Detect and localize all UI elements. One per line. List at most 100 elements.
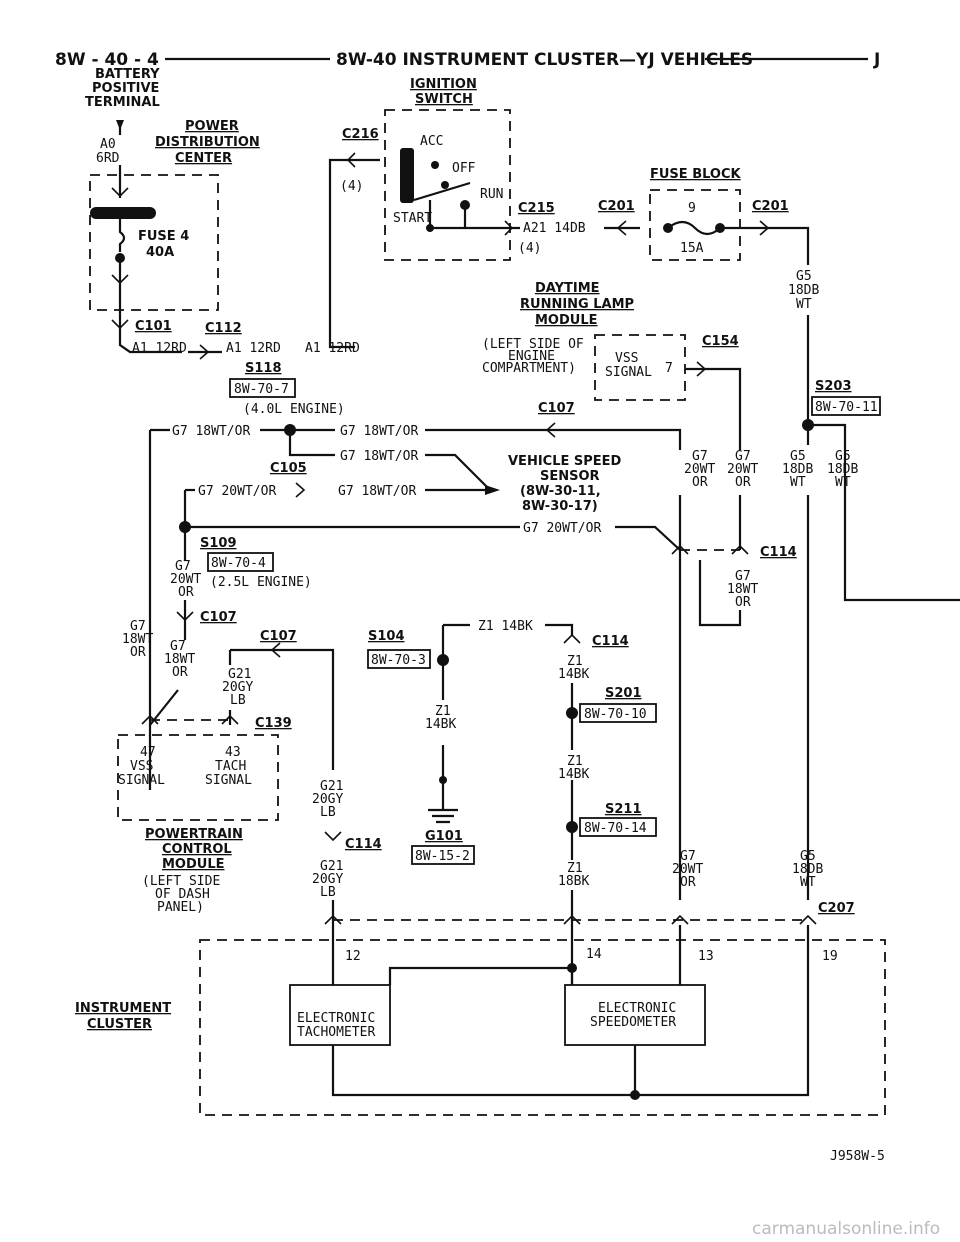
g21-label-a: G21 20GY LB <box>222 667 253 708</box>
switch-link <box>428 200 467 230</box>
svg-text:IGNITION: IGNITION <box>410 77 477 92</box>
connector-icon <box>504 220 514 236</box>
connector-icon <box>671 544 689 555</box>
g5-branch <box>808 423 960 602</box>
wire-a1-label-b: A1 12RD <box>226 341 281 356</box>
ref-8w-70-10: 8W-70-10 <box>584 707 647 722</box>
engine-40-note: (4.0L ENGINE) <box>243 402 345 417</box>
acc-node <box>431 161 439 169</box>
connector-icon <box>563 914 581 925</box>
svg-text:WT: WT <box>835 475 851 490</box>
c215-count: (4) <box>518 241 541 256</box>
s203-label: S203 <box>815 379 852 394</box>
connector-icon <box>295 482 306 498</box>
svg-text:LB: LB <box>230 693 246 708</box>
g5-label-a: G5 18DB WT <box>782 449 813 490</box>
ref-box <box>811 396 881 416</box>
svg-text:COMPARTMENT): COMPARTMENT) <box>482 361 576 376</box>
s211-splice <box>566 821 578 833</box>
svg-text:OR: OR <box>178 585 194 600</box>
g7-label-lower: G7 20WT OR <box>672 849 703 890</box>
svg-text:G21: G21 <box>228 667 251 682</box>
z1-node <box>439 776 447 784</box>
g21-label-b: G21 20GY LB <box>312 779 343 820</box>
connector-icon <box>141 714 159 725</box>
svg-text:G7: G7 <box>735 449 751 464</box>
drl-module-location: (LEFT SIDE OF ENGINE COMPARTMENT) <box>482 337 584 376</box>
svg-text:WT: WT <box>800 875 816 890</box>
svg-text:G5: G5 <box>796 269 812 284</box>
pdc-box <box>89 174 219 311</box>
svg-text:OR: OR <box>680 875 696 890</box>
svg-text:18DB: 18DB <box>827 462 858 477</box>
svg-text:WT: WT <box>790 475 806 490</box>
svg-text:RUNNING LAMP: RUNNING LAMP <box>520 297 634 312</box>
g7-vss-label-b: G7 20WT OR <box>727 449 758 490</box>
ref-box <box>579 703 657 723</box>
g5-label-lower: G5 18DB WT <box>792 849 823 890</box>
svg-text:TERMINAL: TERMINAL <box>85 95 160 110</box>
svg-text:20WT: 20WT <box>672 862 703 877</box>
g101-label: G101 <box>425 829 463 844</box>
drl-module-label: DAYTIME RUNNING LAMP MODULE <box>520 281 634 328</box>
off-label: OFF <box>452 161 476 176</box>
ref-8w-15-2: 8W-15-2 <box>415 849 470 864</box>
connector-icon <box>111 187 129 198</box>
svg-text:20GY: 20GY <box>312 792 343 807</box>
svg-text:(8W-30-11,: (8W-30-11, <box>520 484 601 499</box>
s201-label: S201 <box>605 686 642 701</box>
wire-a1-label: A1 12RD <box>132 341 187 356</box>
header-letter: J <box>873 50 880 70</box>
connector-icon <box>799 914 817 925</box>
z1-label-left: Z1 14BK <box>425 704 456 732</box>
c201-label-a: C201 <box>598 199 635 214</box>
connector-icon <box>111 319 129 330</box>
ref-box <box>411 845 475 865</box>
ref-box <box>367 649 431 669</box>
svg-text:LB: LB <box>320 885 336 900</box>
pcm-vss: VSS <box>130 759 153 774</box>
pcm-label: POWERTRAIN CONTROL MODULE <box>145 827 243 872</box>
pin14-label: 14 <box>586 947 602 962</box>
sensor-arrow-icon <box>485 485 500 495</box>
connector-icon <box>671 914 689 925</box>
a0-wire-label: 6RD <box>96 151 120 166</box>
svg-text:20WT: 20WT <box>170 572 201 587</box>
svg-text:DISTRIBUTION: DISTRIBUTION <box>155 135 260 150</box>
tach-bottom <box>331 1030 635 1097</box>
connector-icon <box>346 152 356 168</box>
svg-text:OR: OR <box>692 475 708 490</box>
tach-label-b: TACHOMETER <box>297 1025 375 1040</box>
s118-label: S118 <box>245 361 282 376</box>
svg-text:CENTER: CENTER <box>175 151 232 166</box>
g7-s109-label: G7 20WT OR <box>170 559 201 600</box>
svg-text:20WT: 20WT <box>684 462 715 477</box>
c105-label: C105 <box>270 461 307 476</box>
svg-text:OF DASH: OF DASH <box>155 887 210 902</box>
c114-label-c: C114 <box>592 634 629 649</box>
g7-c114-label: G7 18WT OR <box>727 569 758 610</box>
electronic-tachometer <box>289 984 391 1046</box>
connector-icon <box>270 642 281 658</box>
svg-text:POSITIVE: POSITIVE <box>92 81 159 96</box>
instrument-cluster-box <box>199 939 886 1116</box>
g7-branch <box>288 430 335 457</box>
ref-box <box>207 552 274 572</box>
acc-label: ACC <box>420 134 443 149</box>
fuse9-symbol <box>667 220 721 236</box>
svg-text:G7: G7 <box>130 619 146 634</box>
speedo-label-a: ELECTRONIC <box>598 1001 676 1016</box>
z1-label-right-b: Z1 14BK <box>558 754 589 782</box>
svg-text:BATTERY: BATTERY <box>95 67 160 82</box>
svg-text:OR: OR <box>172 665 188 680</box>
svg-text:Z1: Z1 <box>567 654 583 669</box>
svg-text:OR: OR <box>130 645 146 660</box>
fuse9-label: 9 <box>688 201 696 216</box>
g5-wire-label: G5 18DB WT <box>788 269 819 312</box>
svg-text:14BK: 14BK <box>425 717 456 732</box>
speedo-label-b: SPEEDOMETER <box>590 1015 676 1030</box>
ref-8w-70-14: 8W-70-14 <box>584 821 647 836</box>
g7-to-vss <box>425 428 682 450</box>
pcm-tach: TACH <box>215 759 246 774</box>
a1-wire-to-switch <box>328 158 380 349</box>
